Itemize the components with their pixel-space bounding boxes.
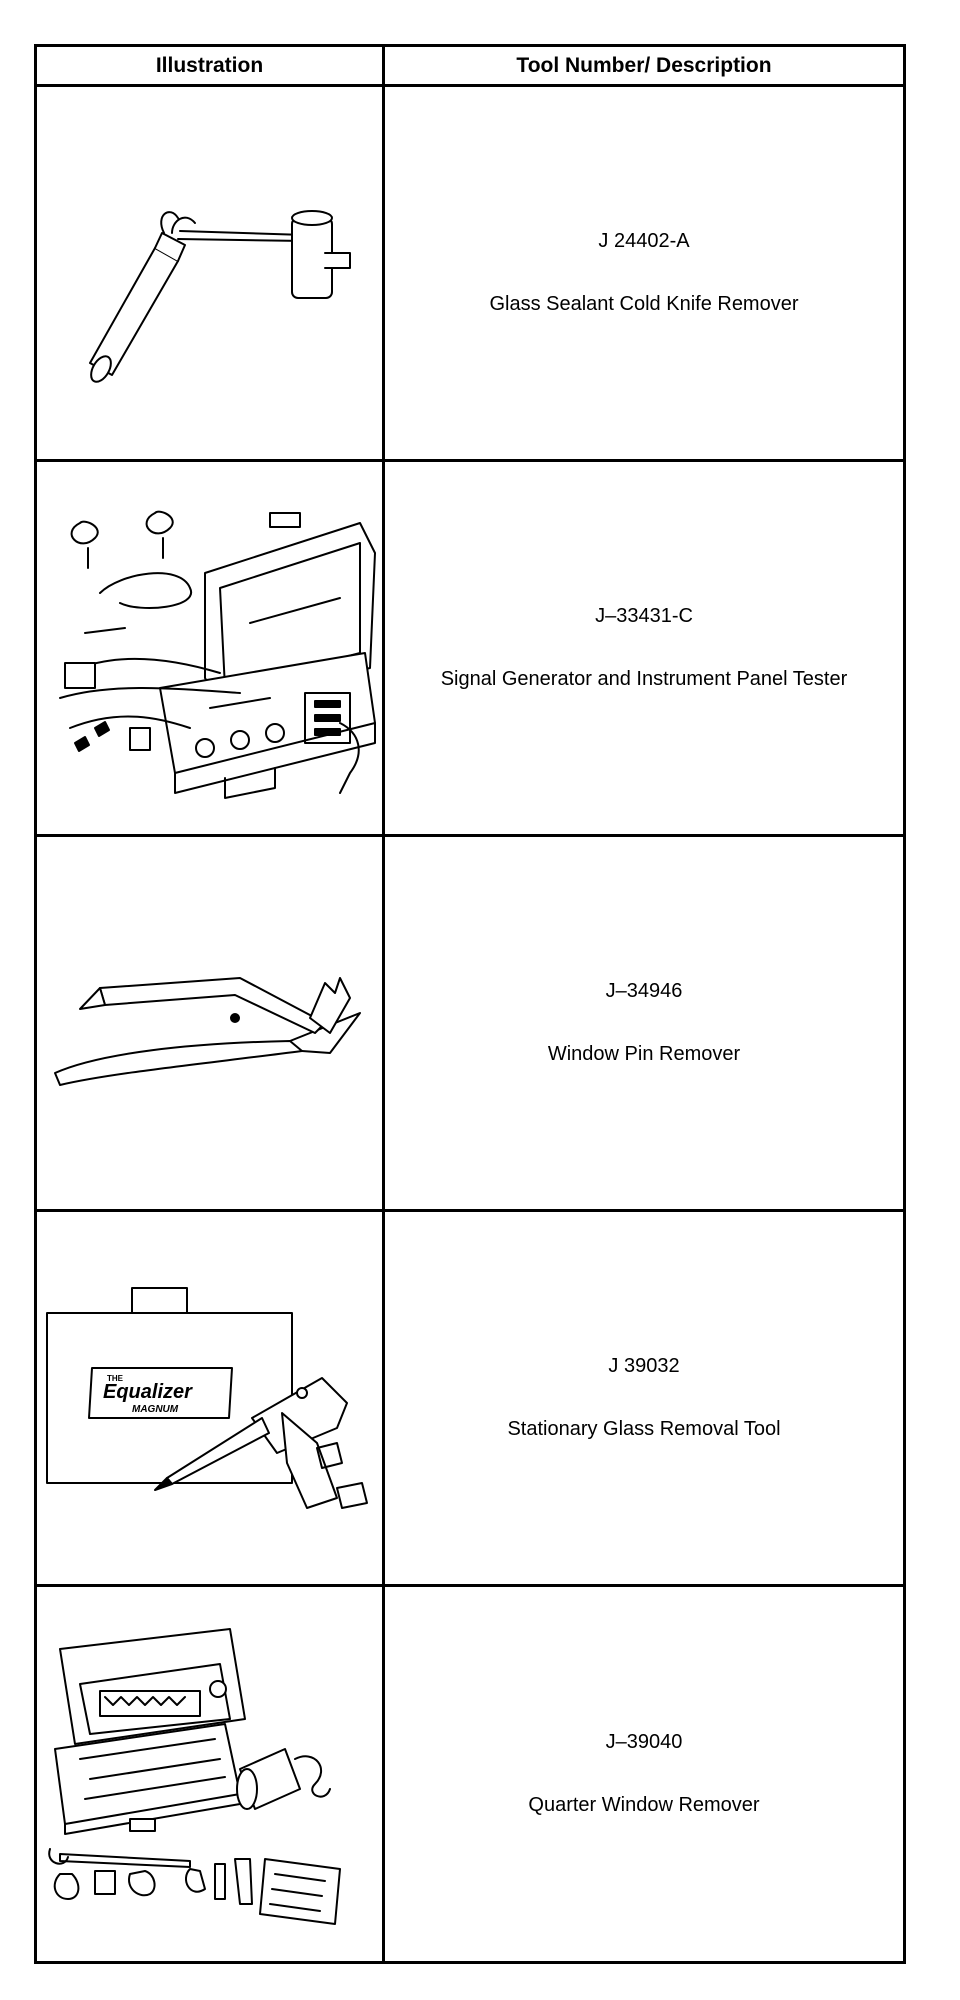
logo-the: THE [107, 1374, 124, 1383]
table-row: J 24402-A Glass Sealant Cold Knife Remov… [37, 87, 903, 462]
tool-number: J 39032 [608, 1355, 680, 1377]
illustration-cell [37, 462, 385, 834]
table-row: J–33431-C Signal Generator and Instrumen… [37, 462, 903, 837]
description-cell: J 39032 Stationary Glass Removal Tool [385, 1212, 903, 1584]
tool-table: Illustration Tool Number/ Description J … [34, 44, 906, 1964]
tool-number: J 24402-A [598, 230, 690, 252]
tool-number: J–39040 [605, 1731, 683, 1753]
tool-description: Stationary Glass Removal Tool [507, 1418, 781, 1440]
table-header: Illustration Tool Number/ Description [37, 47, 903, 87]
glass-removal-tool-icon: THE Equalizer MAGNUM [46, 1287, 368, 1509]
header-tool-description: Tool Number/ Description [516, 53, 772, 77]
illustration-cell [37, 87, 385, 459]
window-pin-remover-icon [53, 977, 361, 1086]
illustration-cell [37, 1587, 385, 1961]
table-row: J–39040 Quarter Window Remover [37, 1587, 903, 1961]
tool-description: Window Pin Remover [547, 1043, 741, 1065]
table-row: THE Equalizer MAGNUM J 39032 Stationary … [37, 1212, 903, 1587]
tool-number: J–34946 [605, 980, 683, 1002]
illustration-cell: THE Equalizer MAGNUM [37, 1212, 385, 1584]
description-cell: J–33431-C Signal Generator and Instrumen… [385, 462, 903, 834]
illustration-cell [37, 837, 385, 1209]
description-cell: J 24402-A Glass Sealant Cold Knife Remov… [385, 87, 903, 459]
tool-description: Quarter Window Remover [528, 1794, 760, 1816]
quarter-window-remover-kit-icon [47, 1628, 341, 1925]
description-cell: J–39040 Quarter Window Remover [385, 1587, 903, 1961]
signal-generator-kit-icon [58, 510, 376, 799]
description-cell: J–34946 Window Pin Remover [385, 837, 903, 1209]
cold-knife-icon [88, 210, 351, 383]
header-illustration: Illustration [37, 47, 385, 84]
tool-description: Glass Sealant Cold Knife Remover [489, 293, 799, 315]
logo-magnum: MAGNUM [132, 1404, 179, 1415]
logo-equalizer: Equalizer [103, 1381, 193, 1403]
tool-description: Signal Generator and Instrument Panel Te… [440, 668, 848, 690]
tool-number: J–33431-C [595, 605, 693, 627]
table-row: J–34946 Window Pin Remover [37, 837, 903, 1212]
